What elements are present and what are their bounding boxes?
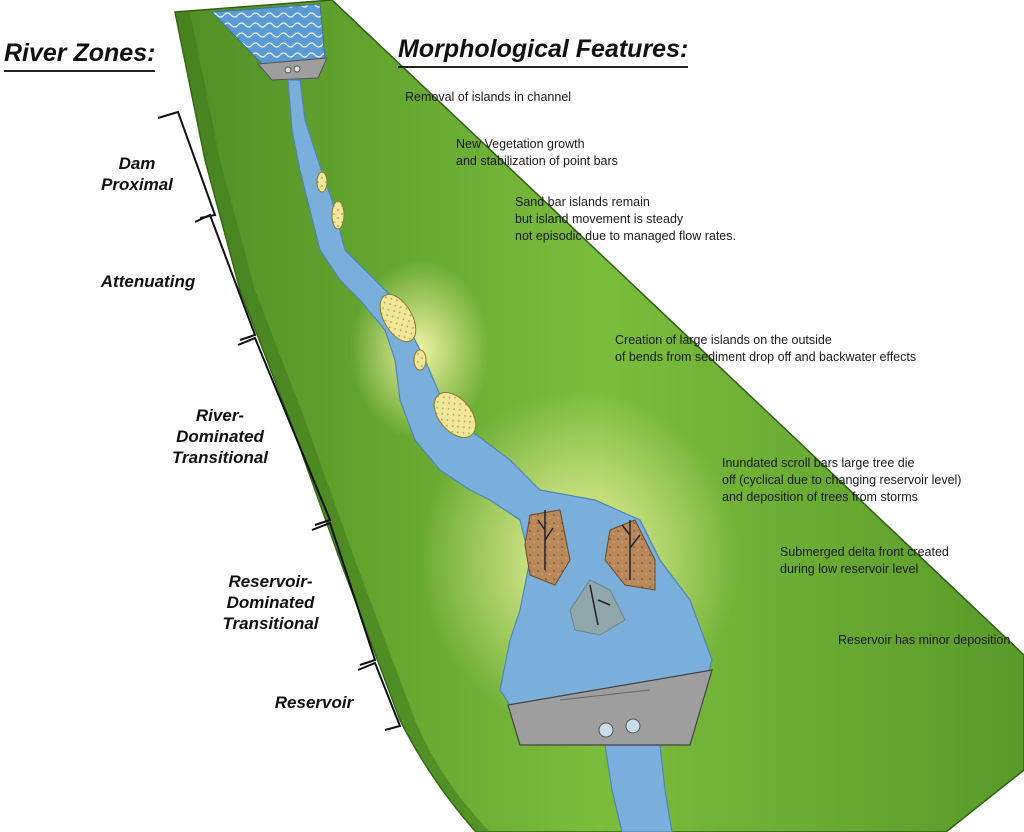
delta-front (569, 579, 626, 636)
sand-bars (316, 171, 477, 438)
river-zones-heading: River Zones: (4, 38, 156, 72)
zone-brackets (157, 110, 402, 731)
morphological-features-heading: Morphological Features: (398, 34, 689, 68)
upper-reservoir (210, 3, 328, 81)
scroll-bars (524, 509, 656, 591)
feature-removal-of-islands: Removal of islands in channel (405, 90, 572, 104)
zone-reservoir: Reservoir (274, 693, 354, 712)
feature-reservoir-deposition: Reservoir has minor deposition (838, 633, 1011, 647)
zone-attenuating: Attenuating (100, 272, 196, 291)
lower-dam (507, 669, 713, 746)
feature-large-islands: Creation of large islands on the outside… (615, 333, 917, 364)
